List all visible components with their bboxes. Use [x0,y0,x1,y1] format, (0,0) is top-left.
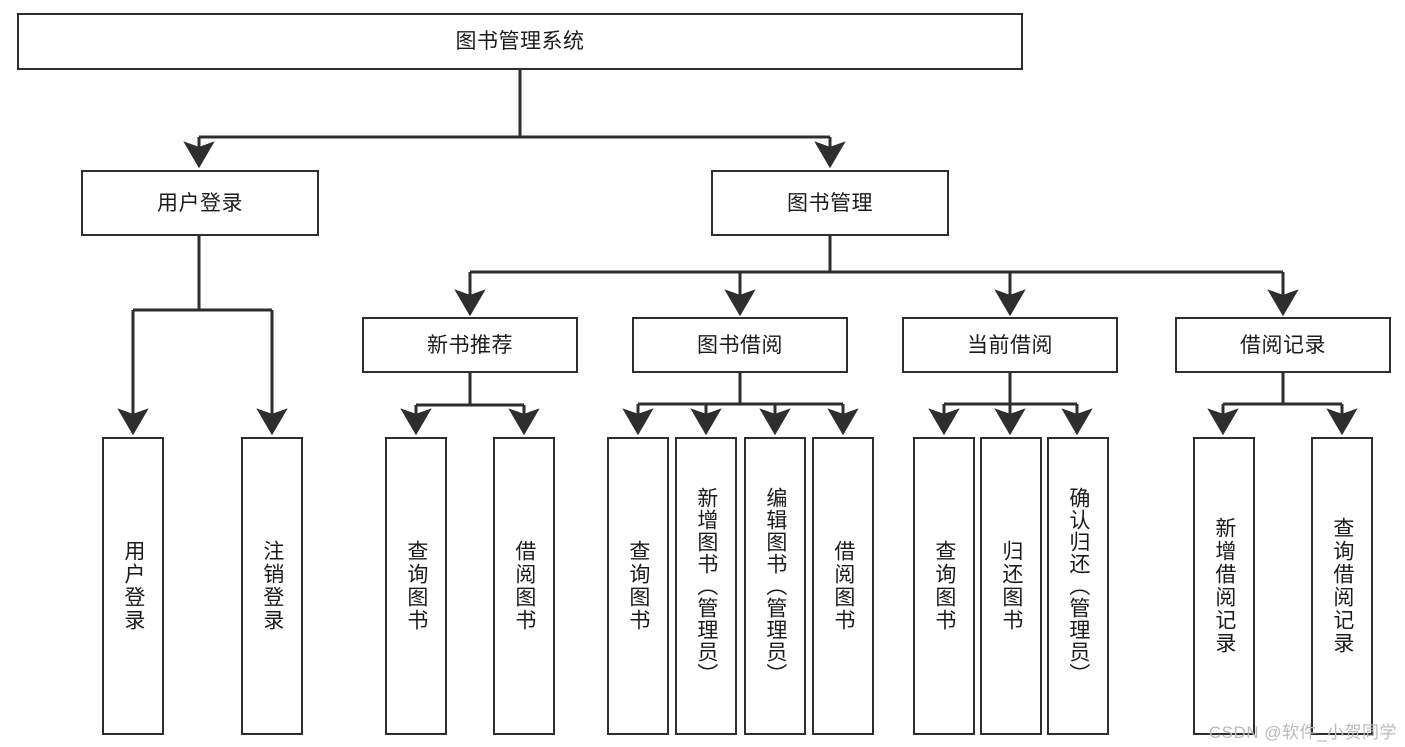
node-leaf-add-book-admin[interactable]: 新增图书（管理员） [675,437,737,735]
node-label: 借阅图书 [831,540,855,632]
node-label: 新增图书（管理员） [694,487,718,685]
node-label: 借阅记录 [1240,333,1326,357]
node-label: 图书管理系统 [455,30,585,53]
node-root-book-management-system[interactable]: 图书管理系统 [17,13,1023,70]
node-label: 当前借阅 [967,333,1053,357]
node-leaf-confirm-return-admin[interactable]: 确认归还（管理员） [1047,437,1109,735]
node-leaf-edit-book-admin[interactable]: 编辑图书（管理员） [744,437,806,735]
node-label: 新书推荐 [427,333,513,357]
node-book-management[interactable]: 图书管理 [711,170,949,236]
node-current-borrow[interactable]: 当前借阅 [902,317,1118,373]
node-label: 归还图书 [999,540,1023,632]
node-label: 编辑图书（管理员） [763,487,787,685]
node-label: 查询图书 [932,540,956,632]
node-leaf-query-book-borrow[interactable]: 查询图书 [607,437,669,735]
node-label: 图书借阅 [697,333,783,357]
node-leaf-borrow-book-borrow[interactable]: 借阅图书 [812,437,874,735]
node-label: 用户登录 [157,191,243,215]
node-label: 借阅图书 [512,540,536,632]
node-label: 查询图书 [626,540,650,632]
node-leaf-logout-login[interactable]: 注销登录 [241,437,303,735]
node-label: 确认归还（管理员） [1066,487,1090,685]
node-leaf-query-borrow-record[interactable]: 查询借阅记录 [1311,437,1373,735]
node-user-login[interactable]: 用户登录 [81,170,319,236]
node-label: 用户登录 [121,540,145,632]
node-new-book-recommend[interactable]: 新书推荐 [362,317,578,373]
csdn-watermark: CSDN @软件_小贺同学 [1208,723,1397,742]
node-leaf-user-login[interactable]: 用户登录 [102,437,164,735]
node-borrow-record[interactable]: 借阅记录 [1175,317,1391,373]
node-leaf-query-book-recommend[interactable]: 查询图书 [385,437,447,735]
node-leaf-borrow-book-recommend[interactable]: 借阅图书 [493,437,555,735]
node-leaf-query-book-current[interactable]: 查询图书 [913,437,975,735]
node-label: 图书管理 [787,191,873,215]
node-label: 新增借阅记录 [1212,517,1236,655]
node-book-borrow[interactable]: 图书借阅 [632,317,848,373]
node-leaf-return-book[interactable]: 归还图书 [980,437,1042,735]
node-label: 注销登录 [260,540,284,632]
node-leaf-add-borrow-record[interactable]: 新增借阅记录 [1193,437,1255,735]
node-label: 查询借阅记录 [1330,517,1354,655]
node-label: 查询图书 [404,540,428,632]
